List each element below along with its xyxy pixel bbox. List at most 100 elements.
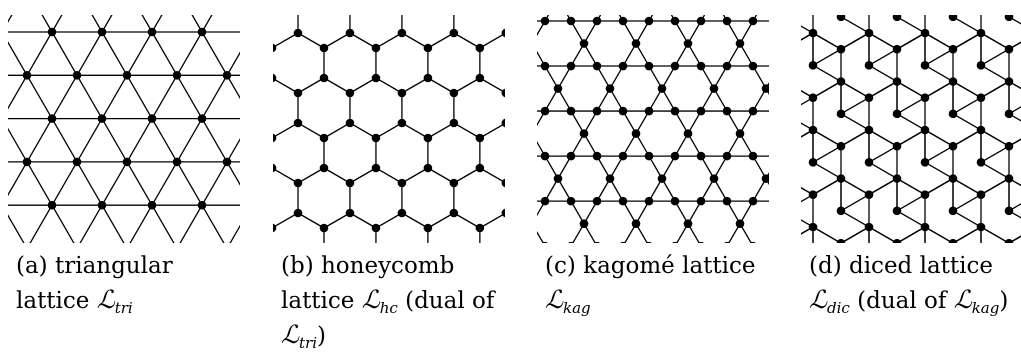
lattice-node	[1004, 206, 1014, 216]
caption-symbol: ℒ	[545, 285, 564, 314]
lattice-node	[864, 190, 874, 199]
lattice-edge	[700, 178, 715, 202]
lattice-edge	[980, 80, 1010, 99]
lattice-node	[864, 158, 874, 167]
lattice-node	[948, 109, 958, 119]
lattice-edge	[661, 155, 676, 179]
lattice-edge	[297, 32, 325, 49]
lattice-node	[836, 44, 846, 54]
lattice-node	[722, 196, 732, 206]
lattice-node	[122, 157, 132, 167]
lattice-edge	[349, 32, 377, 49]
lattice-edge	[8, 15, 13, 23]
lattice-edge	[8, 74, 28, 110]
lattice-node	[273, 43, 277, 53]
lattice-node	[808, 93, 818, 102]
lattice-node	[1004, 109, 1014, 119]
lattice-node	[618, 16, 628, 26]
lattice-edge	[427, 212, 455, 229]
lattice-edge	[1007, 235, 1021, 243]
lattice-node	[273, 223, 277, 233]
lattice-node	[72, 157, 82, 167]
lattice-node	[1004, 77, 1014, 86]
lattice-node	[750, 241, 756, 243]
lattice-edge	[700, 15, 706, 22]
lattice-edge	[8, 214, 25, 243]
lattice-edge	[924, 80, 954, 99]
lattice-edge	[609, 178, 624, 202]
lattice-edge	[622, 200, 637, 224]
panel-honeycomb: (b) honeycomb lattice ℒhc (dual of ℒtri)	[273, 0, 513, 354]
lattice-node	[501, 28, 505, 38]
lattice-edge	[952, 32, 982, 50]
lattice-edge	[812, 80, 842, 99]
lattice-edge	[635, 20, 650, 44]
lattice-node	[449, 28, 459, 38]
lattice-node	[836, 174, 846, 183]
lattice-edge	[648, 178, 663, 202]
lattice-edge	[1008, 16, 1021, 25]
lattice-edge	[924, 32, 954, 50]
lattice-node	[696, 16, 706, 26]
lattice-edge	[726, 43, 741, 67]
lattice-edge	[273, 77, 299, 94]
caption-dual-text: (dual of	[405, 288, 495, 314]
lattice-edge	[622, 43, 637, 67]
caption-dual-subscript: tri	[299, 334, 318, 352]
lattice-node	[319, 43, 329, 53]
lattice-node	[542, 241, 548, 243]
lattice-edge	[801, 32, 814, 41]
lattice-edge	[661, 65, 676, 89]
lattice-node	[808, 158, 818, 167]
lattice-edge	[401, 167, 429, 184]
lattice-node	[644, 151, 654, 161]
lattice-node	[735, 129, 745, 138]
lattice-node	[566, 106, 576, 116]
lattice-edge	[201, 74, 228, 119]
lattice-edge	[101, 204, 125, 243]
panel-diced: (d) diced lattice ℒdic (dual of ℒkag)	[801, 0, 1021, 354]
lattice-edge	[812, 177, 842, 196]
lattice-node	[579, 219, 589, 228]
lattice-edge	[726, 200, 741, 224]
lattice-edge	[479, 77, 505, 94]
lattice-node	[423, 73, 433, 83]
caption-subscript: kag	[563, 299, 591, 317]
caption-subscript: tri	[114, 299, 133, 317]
lattice-edge	[537, 20, 546, 37]
lattice-edge	[227, 15, 240, 32]
lattice-node	[579, 129, 589, 138]
lattice-edge	[924, 129, 954, 147]
lattice-edge	[126, 31, 153, 76]
lattice-edge	[713, 155, 728, 179]
lattice-node	[976, 61, 986, 70]
lattice-edge	[801, 177, 842, 203]
lattice-node	[657, 84, 667, 93]
lattice-node	[475, 163, 485, 173]
lattice-node	[501, 208, 505, 218]
lattice-edge	[26, 74, 53, 119]
lattice-edge	[661, 88, 676, 112]
lattice-node	[892, 44, 902, 54]
lattice-node	[1004, 44, 1014, 54]
kagome-lattice-diagram	[537, 15, 769, 243]
lattice-edge	[801, 226, 814, 235]
lattice-edge	[726, 133, 741, 157]
lattice-edge	[226, 74, 240, 100]
lattice-node	[696, 196, 706, 206]
lattice-node	[47, 27, 57, 37]
lattice-edge	[596, 88, 611, 112]
lattice-node	[501, 178, 505, 188]
lattice-edge	[1008, 41, 1021, 50]
lattice-edge	[700, 88, 715, 112]
lattice-edge	[570, 20, 585, 44]
lattice-edge	[537, 140, 546, 157]
lattice-edge	[583, 223, 596, 243]
lattice-edge	[226, 161, 240, 186]
lattice-node	[722, 106, 732, 116]
lattice-node	[566, 196, 576, 206]
lattice-edge	[868, 80, 898, 99]
lattice-node	[696, 151, 706, 161]
lattice-edge	[840, 80, 870, 99]
lattice-edge	[713, 88, 728, 112]
